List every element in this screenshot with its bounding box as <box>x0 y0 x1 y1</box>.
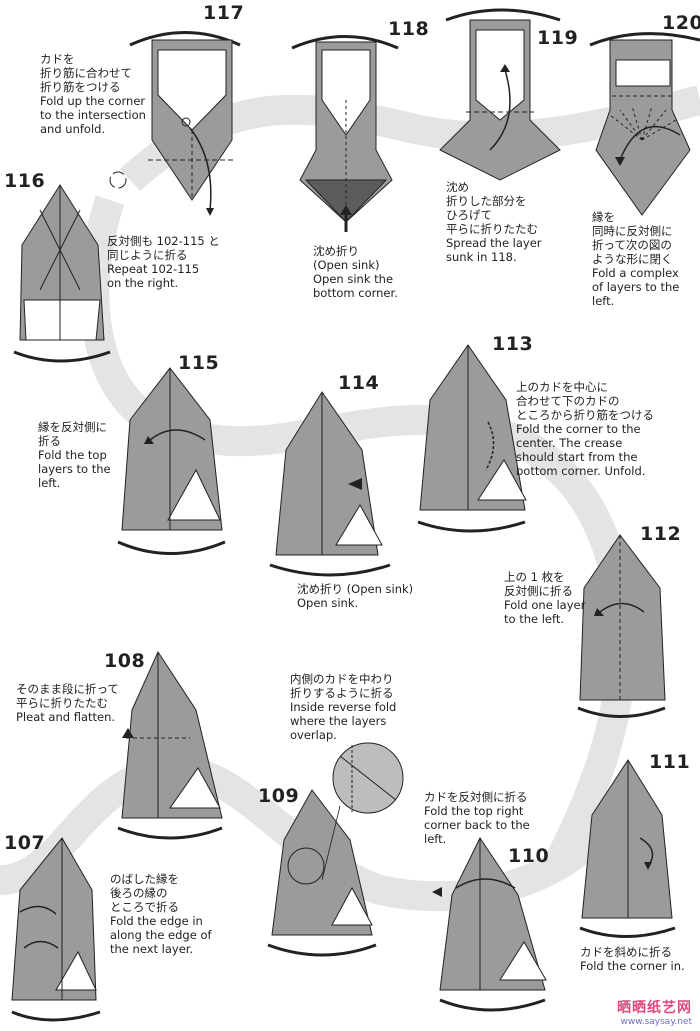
step-caption-117: カドを 折り筋に合わせて 折り筋をつける Fold up the corner … <box>40 52 146 136</box>
step-caption-116: 反対側も 102-115 と 同じように折る Repeat 102-115 on… <box>107 234 220 290</box>
step-caption-108: そのまま段に折って 平らに折りたたむ Pleat and flatten. <box>16 682 119 724</box>
caption-en: Inside reverse fold where the layers ove… <box>290 700 397 742</box>
caption-en: Pleat and flatten. <box>16 710 116 724</box>
caption-en: Fold the top right corner back to the le… <box>424 804 530 846</box>
caption-jp: カドを斜めに折る <box>580 945 672 959</box>
step-number: 107 <box>4 832 46 854</box>
caption-en: Fold a complex of layers to the left. <box>592 266 680 308</box>
figure-116 <box>13 171 127 363</box>
step-caption-115: 縁を反対側に 折る Fold the top layers to the lef… <box>38 420 111 490</box>
step-number: 120 <box>662 12 700 34</box>
step-number: 116 <box>4 170 46 192</box>
figure-113 <box>417 344 527 533</box>
figure-111 <box>579 759 676 938</box>
caption-jp: そのまま段に折って 平らに折りたたむ <box>16 682 119 710</box>
caption-jp: 上のカドを中心に 合わせて下のカドの ところから折り筋をつける <box>516 380 654 422</box>
figure-120 <box>589 32 700 216</box>
caption-en: Spread the layer sunk in 118. <box>446 236 542 264</box>
step-number: 109 <box>258 785 300 807</box>
caption-jp: カドを反対側に折る <box>424 790 528 804</box>
figure-114 <box>269 391 391 577</box>
caption-en: Fold one layer to the left. <box>504 598 586 626</box>
step-number: 117 <box>203 2 245 24</box>
caption-jp: 上の 1 枚を 反対側に折る <box>504 570 573 598</box>
step-caption-119: 沈め 折りした部分を ひろげて 平らに折りたたむ Spread the laye… <box>446 180 542 264</box>
caption-jp: カドを 折り筋に合わせて 折り筋をつける <box>40 52 132 94</box>
caption-en: Fold up the corner to the intersection a… <box>40 94 146 136</box>
figure-117 <box>129 31 241 216</box>
caption-jp: 沈め折り (Open sink) <box>297 582 414 596</box>
step-number: 118 <box>388 18 430 40</box>
step-number: 114 <box>338 372 380 394</box>
caption-en: Open sink the bottom corner. <box>313 272 398 300</box>
caption-jp: 内側のカドを中わり 折りするように折る <box>290 672 394 700</box>
step-caption-109: 内側のカドを中わり 折りするように折る Inside reverse fold … <box>290 672 396 742</box>
figure-109 <box>267 742 404 957</box>
figure-119 <box>439 8 561 181</box>
figure-110 <box>432 836 547 1012</box>
caption-en: Fold the corner to the center. The creas… <box>516 422 646 478</box>
step-caption-118: 沈め折り (Open sink) Open sink the bottom co… <box>313 244 398 300</box>
watermark: 晒晒纸艺网 www.saysay.net <box>617 997 692 1027</box>
step-caption-114: 沈め折り (Open sink) Open sink. <box>297 582 413 610</box>
caption-en: Fold the edge in along the edge of the n… <box>110 914 212 956</box>
figure-108 <box>117 650 223 840</box>
caption-jp: 沈め 折りした部分を ひろげて 平らに折りたたむ <box>446 180 538 236</box>
caption-jp: 反対側も 102-115 と 同じように折る <box>107 234 220 262</box>
caption-jp: 縁を 同時に反対側に 折って次の図の ような形に閉く <box>592 210 673 266</box>
step-number: 115 <box>178 352 220 374</box>
step-number: 119 <box>537 27 579 49</box>
caption-en: Open sink. <box>297 596 359 610</box>
caption-en: Repeat 102-115 on the right. <box>107 262 200 290</box>
step-number: 113 <box>492 333 534 355</box>
figure-107 <box>11 837 101 1022</box>
figure-112 <box>577 534 666 718</box>
step-number: 112 <box>640 523 682 545</box>
caption-jp: のばした縁を 後ろの縁の ところで折る <box>110 872 179 914</box>
caption-en: Fold the top layers to the left. <box>38 448 111 490</box>
step-number: 111 <box>649 751 691 773</box>
step-caption-111: カドを斜めに折る Fold the corner in. <box>580 945 685 973</box>
step-number: 108 <box>104 650 146 672</box>
step-caption-120: 縁を 同時に反対側に 折って次の図の ような形に閉く Fold a comple… <box>592 210 679 308</box>
watermark-url: www.saysay.net <box>620 1017 692 1027</box>
caption-en: Fold the corner in. <box>580 959 685 973</box>
watermark-brand: 晒晒纸艺网 <box>617 1000 692 1016</box>
caption-jp: 沈め折り (Open sink) <box>313 244 380 272</box>
step-caption-112: 上の 1 枚を 反対側に折る Fold one layer to the lef… <box>504 570 585 626</box>
figure-115 <box>117 367 226 555</box>
figure-118 <box>291 35 399 232</box>
step-number: 110 <box>508 845 550 867</box>
step-caption-110: カドを反対側に折る Fold the top right corner back… <box>424 790 530 846</box>
caption-jp: 縁を反対側に 折る <box>38 420 107 448</box>
step-caption-113: 上のカドを中心に 合わせて下のカドの ところから折り筋をつける Fold the… <box>516 380 654 478</box>
step-caption-107: のばした縁を 後ろの縁の ところで折る Fold the edge in alo… <box>110 872 212 956</box>
